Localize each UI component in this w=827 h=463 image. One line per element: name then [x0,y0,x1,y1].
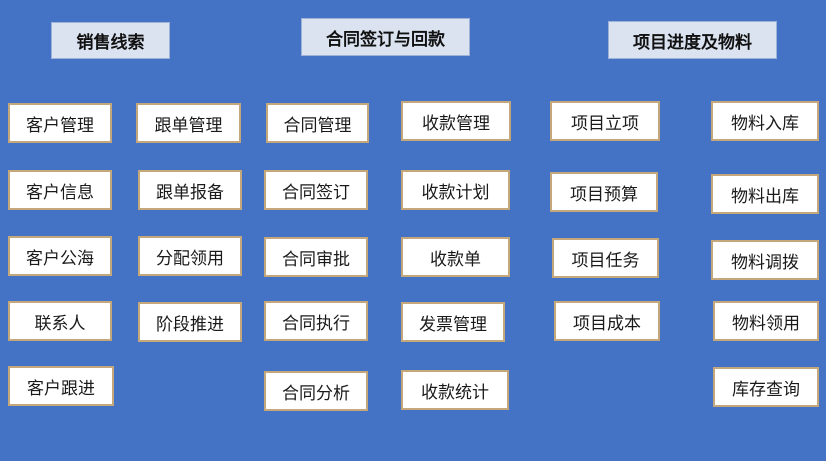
module-box: 合同审批 [264,237,368,277]
group-title-sales-leads: 销售线索 [51,22,170,59]
module-box: 客户跟进 [8,366,114,406]
module-box: 合同签订 [264,170,368,210]
module-box: 合同分析 [264,371,368,411]
module-box: 合同执行 [264,301,368,341]
group-title-contracts-payments: 合同签订与回款 [301,18,470,56]
module-box: 收款统计 [401,370,509,410]
module-box: 物料调拨 [711,240,819,280]
module-box: 客户信息 [8,170,112,210]
module-box: 联系人 [8,301,112,341]
module-box: 项目立项 [550,101,660,141]
module-box: 收款管理 [401,101,511,141]
module-box: 项目预算 [550,172,658,212]
module-box: 跟单管理 [136,103,241,143]
module-box: 收款计划 [401,170,510,210]
group-title-project-materials: 项目进度及物料 [608,21,777,59]
module-box: 物料入库 [711,101,819,141]
module-box: 收款单 [401,237,510,277]
module-box: 物料领用 [713,301,819,341]
module-box: 项目任务 [552,238,659,278]
module-box: 物料出库 [711,174,819,214]
module-box: 库存查询 [713,367,819,407]
module-box: 跟单报备 [138,170,242,210]
module-box: 阶段推进 [138,302,242,342]
module-box: 合同管理 [266,103,369,143]
module-box: 项目成本 [554,301,660,341]
module-box: 分配领用 [138,236,242,276]
module-box: 发票管理 [401,302,505,342]
module-box: 客户公海 [8,236,112,276]
module-box: 客户管理 [8,103,112,143]
